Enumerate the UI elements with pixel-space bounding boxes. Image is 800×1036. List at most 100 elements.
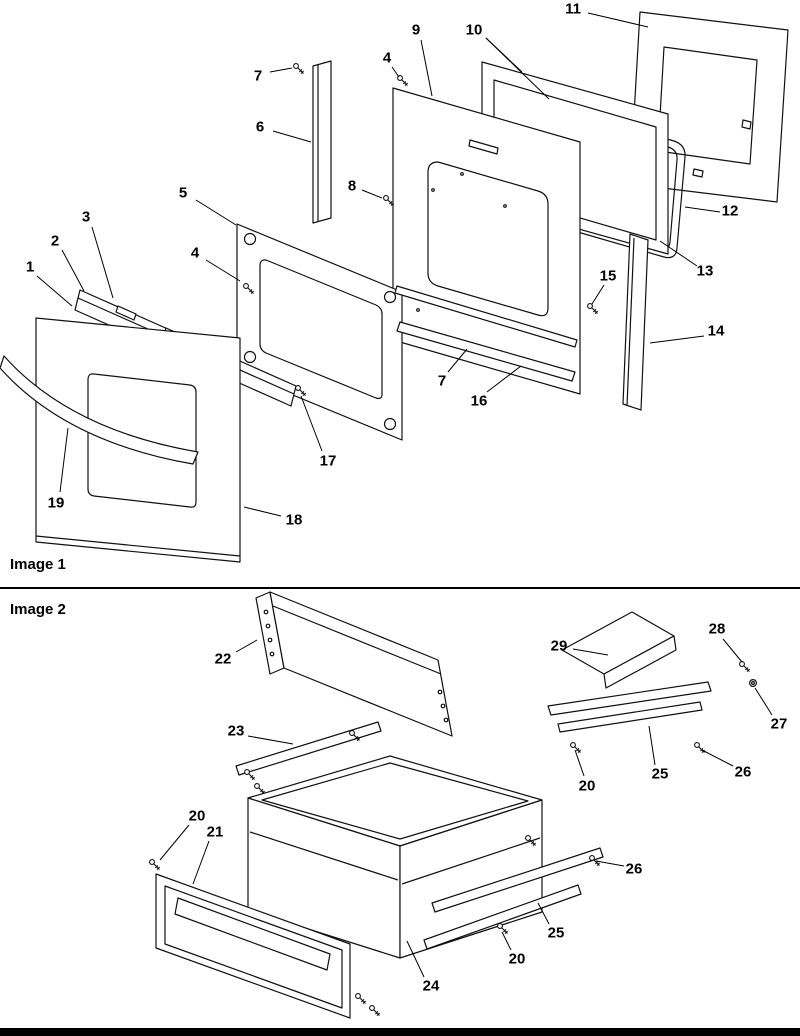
part-29-bracket	[561, 611, 677, 689]
leader-line-12	[684, 206, 721, 213]
part-label-15: 15	[600, 268, 617, 285]
screw-icon	[397, 74, 409, 87]
part-label-5: 5	[179, 185, 187, 202]
leader-line-22	[235, 639, 258, 653]
section-divider	[0, 587, 800, 589]
part-label-4: 4	[191, 245, 200, 262]
screw-icon	[383, 195, 395, 207]
leader-line-14	[649, 335, 705, 344]
part-label-22: 22	[215, 651, 232, 668]
part-label-23: 23	[228, 723, 245, 740]
leader-line-8	[361, 189, 383, 199]
leader-line-7	[269, 67, 293, 73]
leader-line-27	[754, 687, 773, 716]
leader-line-24	[406, 940, 425, 978]
part-6-side-trim-left	[312, 60, 332, 224]
part-label-28: 28	[709, 621, 726, 638]
leader-line-25	[648, 725, 656, 766]
leader-line-19	[59, 427, 69, 493]
leader-line-15	[591, 284, 605, 305]
part-label-7: 7	[254, 68, 262, 85]
part-25-26-rails-lower	[423, 847, 604, 950]
image1-caption: Image 1	[10, 556, 66, 573]
leader-line-13	[659, 240, 698, 267]
part-label-1: 1	[26, 259, 34, 276]
screw-icon	[254, 782, 266, 795]
screw-icon	[149, 858, 161, 871]
part-label-11: 11	[565, 1, 581, 18]
leader-line-5	[195, 199, 237, 226]
part-label-20: 20	[579, 778, 596, 795]
part-label-6: 6	[256, 119, 264, 136]
part-label-14: 14	[708, 323, 725, 340]
leader-line-1	[36, 275, 73, 307]
part-label-13: 13	[697, 263, 714, 280]
oven-door-exploded-view	[0, 11, 789, 563]
screw-icon	[586, 303, 599, 315]
part-label-7: 7	[438, 373, 446, 390]
part-label-10: 10	[466, 22, 483, 39]
part-label-25: 25	[652, 766, 669, 783]
part-label-18: 18	[286, 512, 303, 529]
leader-line-7	[447, 348, 468, 373]
leader-line-25	[537, 902, 550, 925]
part-label-24: 24	[423, 978, 440, 995]
image2-caption: Image 2	[10, 601, 66, 618]
part-14-side-trim-right	[622, 233, 649, 411]
leader-line-23	[247, 735, 294, 745]
leader-line-2	[61, 249, 85, 292]
leader-line-4	[391, 66, 400, 78]
leader-line-10	[485, 37, 550, 100]
leader-line-11	[587, 12, 649, 28]
leader-line-4	[205, 259, 241, 282]
part-label-27: 27	[771, 716, 788, 733]
part-label-20: 20	[189, 808, 206, 825]
part-9-door-frame-panel	[392, 87, 581, 395]
part-label-3: 3	[82, 209, 90, 226]
screw-icon	[355, 992, 367, 1005]
leader-line-26	[701, 749, 734, 767]
part-label-26: 26	[735, 764, 752, 781]
part-label-8: 8	[348, 178, 356, 195]
leader-line-9	[420, 39, 433, 97]
part-label-9: 9	[412, 22, 420, 39]
screw-icon	[738, 660, 751, 673]
part-label-4: 4	[383, 50, 392, 67]
leader-line-16	[486, 365, 522, 393]
leader-line-17	[300, 395, 323, 452]
storage-drawer-exploded-view	[149, 591, 757, 1019]
part-16-bottom-trim	[394, 285, 578, 382]
screw-icon	[293, 62, 305, 75]
leader-line-6	[272, 130, 312, 143]
washer-icon	[748, 678, 757, 687]
leader-line-26	[595, 860, 625, 867]
screw-icon	[369, 1004, 381, 1017]
part-21-drawer-front-panel	[155, 873, 351, 1019]
part-label-20: 20	[509, 951, 526, 968]
leader-line-18	[243, 506, 282, 517]
leader-line-28	[722, 638, 743, 663]
leader-line-29	[572, 648, 609, 656]
part-19-door-handle	[0, 355, 199, 465]
part-22-back-panel	[255, 591, 453, 737]
part-label-17: 17	[320, 453, 337, 470]
bottom-edge-bar	[0, 1028, 800, 1036]
leader-line-20	[574, 749, 585, 777]
part-label-12: 12	[722, 203, 739, 220]
leader-line-20	[159, 824, 190, 861]
leader-line-21	[192, 840, 210, 885]
part-5-inner-door-panel	[236, 223, 403, 441]
leader-line-3	[91, 226, 114, 299]
part-25-26-rails-upper	[547, 681, 712, 733]
part-label-25: 25	[548, 925, 565, 942]
part-label-29: 29	[551, 638, 568, 655]
leader-line-20	[501, 931, 512, 951]
part-label-16: 16	[471, 393, 488, 410]
part-label-2: 2	[51, 233, 59, 250]
part-23-drawer-rail-left	[235, 721, 382, 776]
part-label-26: 26	[626, 861, 643, 878]
part-label-19: 19	[48, 495, 65, 512]
